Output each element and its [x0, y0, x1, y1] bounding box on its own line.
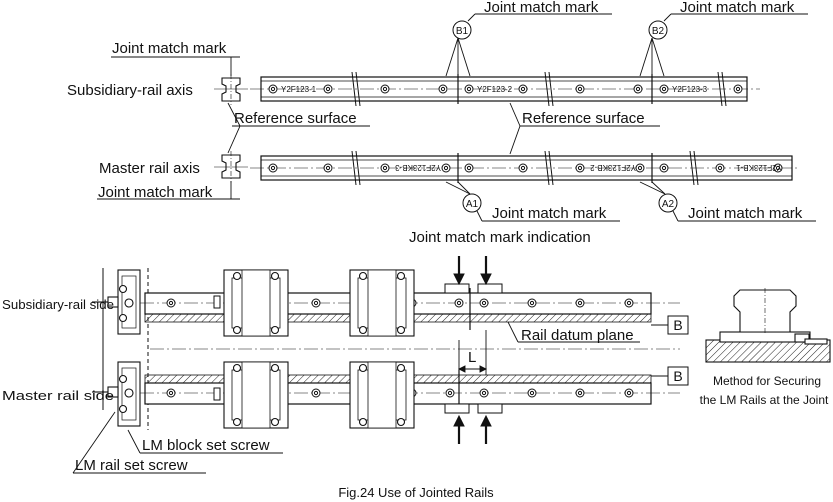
label-reference-surface-left: Reference surface [234, 110, 357, 127]
lm-block-bottom-left [223, 361, 289, 429]
label-joint-match-mark-indication: Joint match mark indication [409, 229, 591, 246]
label-rail-datum-plane: Rail datum plane [521, 327, 634, 344]
marker-a1: A1 [462, 193, 482, 213]
label-joint-match-mark-left-bottom: Joint match mark [98, 184, 213, 201]
marker-a2-text: A2 [662, 199, 675, 210]
rail-code-top-1: Y2F123-1 [281, 85, 317, 94]
rail-datum-plane-leader [507, 321, 640, 343]
label-master-rail-side: Master rail side [2, 388, 114, 403]
label-joint-match-mark-a1: Joint match mark [492, 205, 607, 222]
label-joint-match-mark-left-top: Joint match mark [112, 40, 227, 57]
datum-b-top: B [651, 315, 689, 335]
lm-block-top-right [349, 269, 415, 337]
label-reference-surface-right: Reference surface [522, 110, 645, 127]
figure-caption: Fig.24 Use of Jointed Rails [338, 485, 494, 500]
rail-code-bottom-3: Y2F123KB-1 [736, 163, 782, 172]
lm-block-bottom-right [349, 361, 415, 429]
datum-b-top-text: B [673, 317, 682, 333]
label-master-rail-axis: Master rail axis [99, 160, 200, 177]
marker-a1-text: A1 [466, 199, 479, 210]
label-method-line1: Method for Securing [713, 374, 821, 388]
top-annotations [97, 13, 816, 222]
master-rail-top-view: Y2F123KB-3 Y2F123KB-2 Y2F123KB-1 [250, 150, 800, 186]
lm-block-top-left [223, 269, 289, 337]
end-block-subsidiary [92, 269, 141, 335]
dimension-l [457, 330, 488, 375]
joint-securing-detail [705, 288, 831, 363]
marker-b1-text: B1 [456, 26, 469, 37]
label-joint-match-mark-a2: Joint match mark [688, 205, 803, 222]
rail-code-top-2: Y2F123-2 [477, 85, 513, 94]
end-block-master [92, 361, 141, 427]
label-method-line2: the LM Rails at the Joint [700, 393, 829, 407]
screw-leaders [72, 411, 283, 474]
datum-b-bottom-text: B [673, 368, 682, 384]
label-joint-match-mark-b2: Joint match mark [680, 0, 795, 16]
datum-b-bottom: B [651, 366, 689, 386]
rail-code-bottom-2: Y2F123KB-2 [590, 163, 636, 172]
label-joint-match-mark-b1: Joint match mark [484, 0, 599, 16]
label-lm-block-set-screw: LM block set screw [142, 437, 270, 454]
label-subsidiary-rail-side: Subsidiary-rail side [2, 297, 114, 312]
label-lm-rail-set-screw: LM rail set screw [75, 457, 188, 474]
marker-a2: A2 [658, 193, 678, 213]
rail-code-bottom-1: Y2F123KB-3 [395, 163, 441, 172]
marker-b2-text: B2 [652, 26, 665, 37]
dimension-l-label: L [468, 349, 476, 366]
marker-b1: B1 [452, 20, 472, 40]
label-subsidiary-rail-axis: Subsidiary-rail axis [67, 82, 193, 99]
subsidiary-rail-top-view: Y2F123-1 Y2F123-2 Y2F123-3 [250, 71, 760, 107]
marker-b2: B2 [648, 20, 668, 40]
subsidiary-rail-section [214, 74, 248, 105]
master-rail-section [214, 151, 248, 183]
force-arrows [453, 256, 492, 444]
rail-code-top-3: Y2F123-3 [672, 85, 708, 94]
